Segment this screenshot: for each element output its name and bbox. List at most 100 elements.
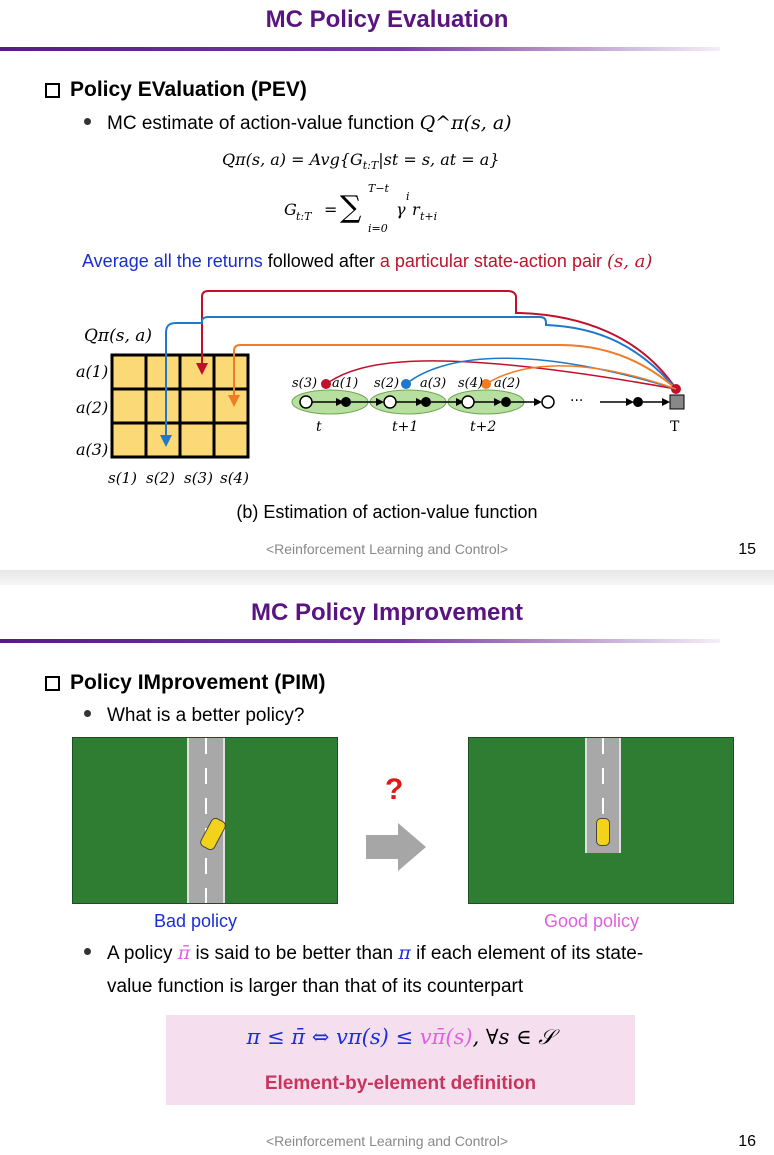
page-number: 15 [738, 541, 756, 558]
blue-link [405, 357, 677, 390]
bullet-dot-icon [84, 948, 91, 955]
q-label: Qπ(s, a) [84, 326, 152, 346]
page-number: 16 [738, 1133, 756, 1150]
bullet2-a: A policy [107, 943, 178, 964]
lane-marking [602, 738, 604, 853]
arrow-icon [494, 398, 502, 406]
chain-ellipsis: ··· [570, 393, 583, 409]
orange-return-path [233, 344, 677, 395]
arrow-icon [376, 398, 384, 406]
section-heading: Policy EValuation (PEV) [45, 78, 307, 102]
slide-title: MC Policy Improvement [250, 599, 524, 626]
average-returns-line: Average all the returns followed after a… [82, 251, 652, 272]
bullet2-c: if each element of its state- [410, 943, 644, 964]
row-label: a(2) [76, 398, 108, 417]
col-label: s(4) [220, 469, 249, 487]
eq1-sub: t:T [362, 159, 379, 173]
bullet-item: MC estimate of action-value function Q^π… [84, 112, 512, 135]
pibar-symbol: π̄ [177, 942, 191, 964]
avg-math: (s, a) [606, 251, 653, 272]
chain-label: a(1) [332, 376, 358, 391]
avg-red-text: a particular state-action pair [379, 251, 602, 271]
col-label: s(2) [146, 469, 175, 487]
right-arrow-icon [366, 823, 426, 871]
terminal-state-icon [669, 394, 685, 410]
bullet2-b: is said to be better than [190, 943, 399, 964]
definition-equation: π ≤ π̄ ⇔ vπ(s) ≤ vπ̄(s), ∀s ∈ 𝒮 [166, 1025, 635, 1050]
bullet-dot-icon [84, 710, 91, 717]
chain-label: s(2) [374, 376, 399, 391]
eq1-lhs: Qπ(s, a) = Avg{G [222, 150, 363, 169]
arrow-icon [626, 398, 634, 406]
orange-link [485, 365, 677, 390]
action-value-figure: Qπ(s, a) a(1) a(2) a(3) s(1) s(2) s(3) s… [76, 290, 685, 487]
title-rule [0, 639, 720, 643]
time-label: t+2 [470, 419, 496, 435]
time-label: t [316, 419, 322, 435]
eq1-rhs: |st = s, at = a} [378, 150, 500, 169]
slide-gap [0, 570, 774, 585]
def-eq-pink: vπ̄(s) [419, 1025, 473, 1049]
col-label: s(3) [184, 469, 213, 487]
avg-black-text: followed after [262, 251, 380, 271]
car-icon [596, 818, 610, 846]
chain-label: s(3) [292, 376, 317, 391]
arrow-icon [456, 398, 464, 406]
bad-policy-label: Bad policy [154, 911, 238, 931]
heading-text: Policy EValuation (PEV) [70, 78, 307, 101]
eq2-sup: i [406, 190, 410, 203]
arrow-icon [662, 398, 670, 406]
slide-15: MC Policy Evaluation Policy EValuation (… [0, 0, 774, 570]
section-heading: Policy IMprovement (PIM) [45, 671, 326, 695]
definition-label: Element-by-element definition [264, 1073, 537, 1094]
state-node-icon [383, 395, 397, 409]
bullet-text: What is a better policy? [107, 705, 305, 726]
sum-icon: ∑ [340, 190, 362, 225]
orange-arrowhead-icon [228, 395, 240, 407]
lane-marking [205, 738, 207, 903]
row-label: a(1) [76, 362, 108, 381]
bullet-item: What is a better policy? [84, 705, 304, 727]
slide-16: MC Policy Improvement Policy IMprovement… [0, 585, 774, 1155]
bullet-text: MC estimate of action-value function [107, 113, 415, 134]
red-return-path [201, 290, 677, 390]
eq2-rsub: t+i [420, 210, 438, 223]
eq2-lhs: G [284, 200, 297, 219]
avg-blue-text: Average all the returns [82, 251, 263, 271]
arrow-icon [336, 398, 344, 406]
bullet-dot-icon [84, 118, 91, 125]
eq2-sum-bottom: i=0 [368, 222, 388, 235]
chain-label: s(4) [458, 376, 483, 391]
bullet-math: Q^π(s, a) [419, 112, 512, 134]
good-policy-image [468, 737, 734, 904]
figure-caption: (b) Estimation of action-value function [236, 502, 538, 522]
bullet-continuation: value function is larger than that of it… [107, 976, 524, 997]
question-mark: ? [385, 773, 404, 806]
bullet-text: A policy π̄ is said to be better than π … [107, 942, 643, 965]
action-node-icon [501, 397, 511, 407]
equation-q-avg: Qπ(s, a) = Avg{Gt:T|st = s, at = a} [222, 150, 500, 172]
time-label: T [670, 419, 680, 435]
time-label: t+1 [392, 419, 418, 435]
eq2-sum-top: T−t [368, 182, 389, 195]
pi-symbol: π [398, 942, 411, 964]
def-eq-blue: π ≤ π̄ ⇔ vπ(s) ≤ [246, 1025, 420, 1049]
state-node-icon [461, 395, 475, 409]
bullet-item: A policy π̄ is said to be better than π … [84, 942, 643, 965]
red-arrowhead-icon [196, 363, 208, 375]
chain-label: a(2) [494, 376, 520, 391]
state-node-icon [541, 395, 555, 409]
equals-sign: = [324, 200, 338, 219]
footer: <Reinforcement Learning and Control> [265, 541, 509, 557]
checkbox-square-icon [45, 82, 60, 98]
action-node-icon [421, 397, 431, 407]
footer: <Reinforcement Learning and Control> [265, 1133, 509, 1149]
state-node-icon [299, 395, 313, 409]
row-label: a(3) [76, 440, 108, 459]
def-eq-black: , ∀s ∈ 𝒮 [472, 1025, 555, 1049]
title-rule [0, 47, 720, 51]
eq2-sub: t:T [296, 210, 312, 223]
definition-box: π ≤ π̄ ⇔ vπ(s) ≤ vπ̄(s), ∀s ∈ 𝒮 Element-… [166, 1015, 635, 1105]
red-link [325, 360, 677, 390]
action-node-icon [341, 397, 351, 407]
